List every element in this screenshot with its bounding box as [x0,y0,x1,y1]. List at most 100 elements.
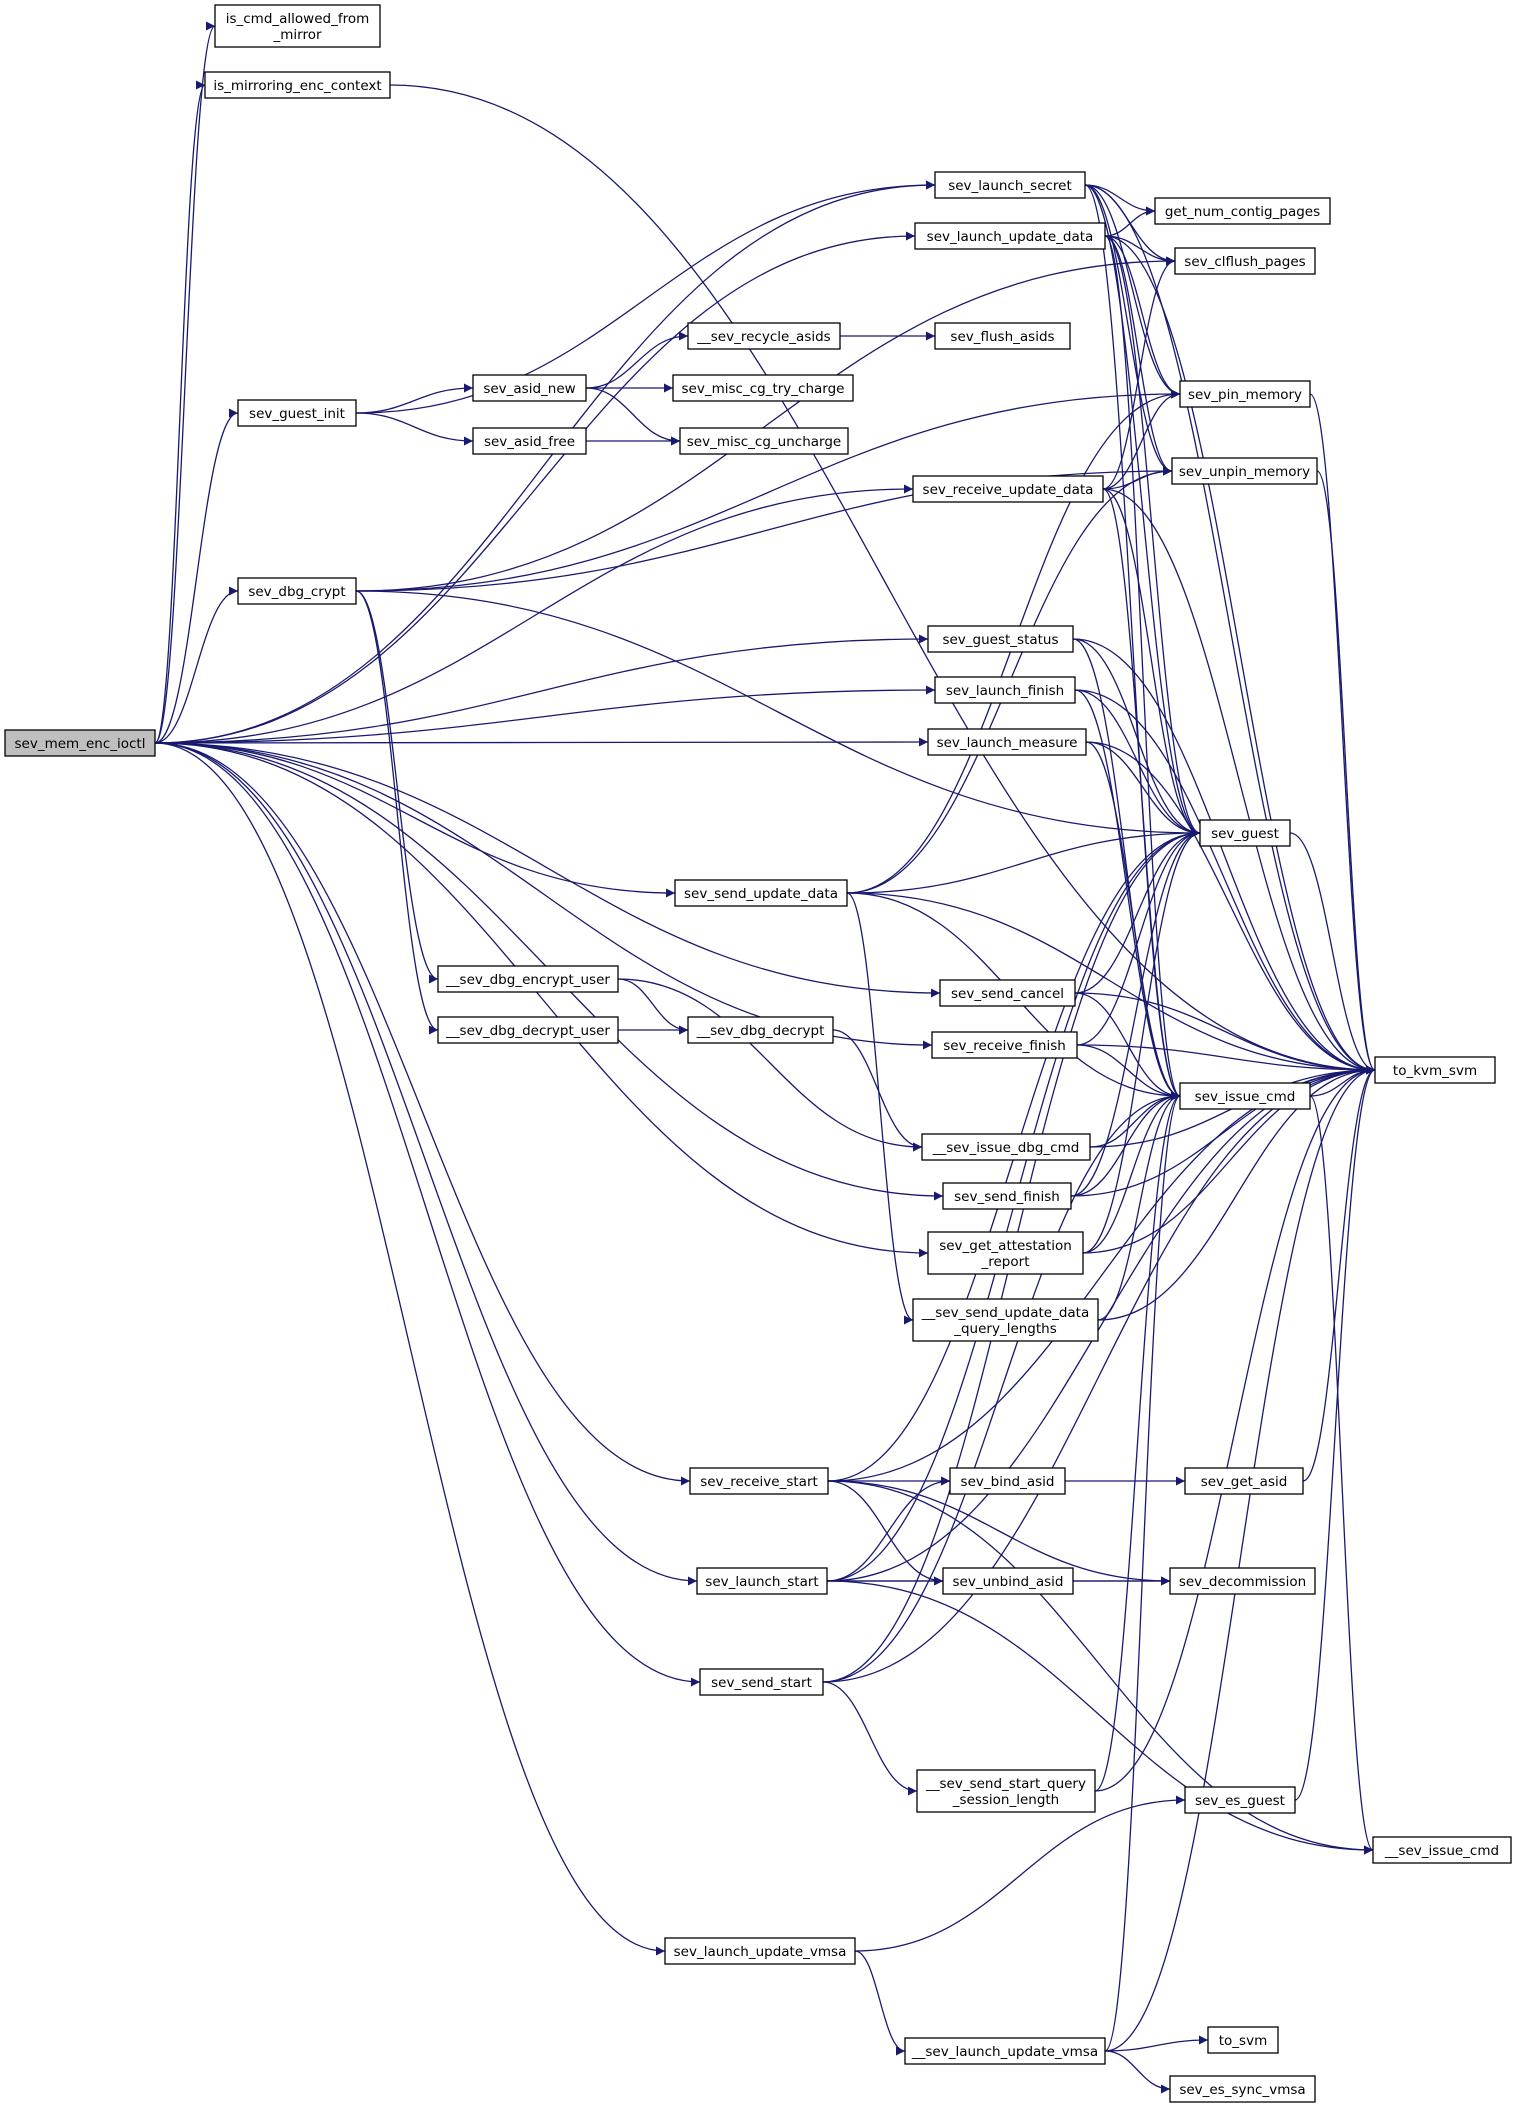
node-sev-launch-update-vmsa[interactable]: __sev_launch_update_vmsa [904,2037,1106,2065]
node-sev-guest-status[interactable]: sev_guest_status [927,625,1074,653]
node-label: sev_clflush_pages [1184,254,1305,270]
node-sev-receive-start[interactable]: sev_receive_start [689,1467,829,1495]
edge-sev-mem-enc-ioctl-to-sev-guest-status [154,634,929,744]
node-to-kvm-svm[interactable]: to_kvm_svm [1374,1056,1496,1084]
node-label: sev_mem_enc_ioctl [15,736,146,752]
node-sev-send-update-data-query-lengths[interactable]: __sev_send_update_data_query_lengths [912,1298,1099,1342]
edge-sev-mem-enc-ioctl-to-sev-launch-secret [154,180,936,744]
edge-sev-launch-secret-to-sev-pin-memory [1084,184,1181,399]
edge-sev-dbg-crypt-to-sev-pin-memory [355,389,1181,592]
edge-sev-launch-update-vmsa-to-sev-issue-cmd [1104,1091,1181,2052]
node-sev-receive-finish[interactable]: sev_receive_finish [931,1031,1078,1059]
node-label: __sev_dbg_decrypt [696,1023,825,1039]
node-sev-dbg-decrypt-user[interactable]: __sev_dbg_decrypt_user [437,1016,619,1044]
node-label: sev_asid_new [483,381,575,397]
node-sev-mem-enc-ioctl[interactable]: sev_mem_enc_ioctl [4,729,156,757]
node-label: sev_unbind_asid [952,1574,1063,1590]
node-sev-decommission[interactable]: sev_decommission [1169,1567,1316,1595]
edge-sev-launch-secret-to-sev-unpin-memory [1084,184,1173,476]
node-sev-issue-cmd[interactable]: sev_issue_cmd [1179,1082,1311,1110]
node-box [696,1567,828,1595]
edge-sev-mem-enc-ioctl-to-sev-dbg-crypt [154,586,239,744]
edge-sev-receive-finish-to-to-kvm-svm [1076,1044,1376,1075]
node-sev-guest[interactable]: sev_guest [1199,819,1291,847]
edge-sev-launch-update-data-to-sev-guest [1104,235,1201,838]
node-label: sev_send_start [711,1675,812,1691]
edge-sev-launch-start-to-sev-bind-asid [826,1476,951,1582]
node-label: sev_issue_cmd [1195,1089,1296,1105]
node-sev-asid-new[interactable]: sev_asid_new [472,374,587,402]
edge-sev-get-asid-to-to-kvm-svm [1302,1065,1376,1482]
edge-sev-launch-update-vmsa-to-to-kvm-svm [1104,1065,1376,2052]
edge-sev-receive-update-data-to-sev-clflush-pages [1102,256,1176,490]
node-label: sev_launch_start [705,1574,818,1590]
edge-sev-asid-new-to-sev-misc-cg-uncharge [585,387,681,446]
edge-sev-send-cancel-to-sev-issue-cmd [1074,992,1181,1101]
node-is-mirroring-enc-context[interactable]: is_mirroring_enc_context [204,71,391,99]
node-sev-dbg-crypt[interactable]: sev_dbg_crypt [237,577,357,605]
node-box [914,222,1106,250]
node-sev-clflush-pages[interactable]: sev_clflush_pages [1174,247,1316,275]
node-sev-es-sync-vmsa[interactable]: sev_es_sync_vmsa [1169,2075,1316,2103]
node-box [237,577,357,605]
node-label: sev_send_finish [954,1189,1060,1205]
node-sev-flush-asids[interactable]: sev_flush_asids [934,322,1071,350]
node-to-svm[interactable]: to_svm [1207,2026,1279,2054]
node-sev-issue-dbg-cmd[interactable]: __sev_issue_dbg_cmd [921,1133,1091,1161]
edge-sev-dbg-crypt-to-sev-dbg-decrypt-user [355,590,439,1035]
node-is-cmd-allowed-from-mirror[interactable]: is_cmd_allowed_from_mirror [214,4,381,48]
node-sev-recycle-asids[interactable]: __sev_recycle_asids [687,322,841,350]
node-sev-bind-asid[interactable]: sev_bind_asid [949,1467,1066,1495]
node-sev-send-start[interactable]: sev_send_start [699,1668,824,1696]
edge-sev-send-update-data-to-to-kvm-svm [846,892,1376,1075]
node-label: sev_launch_update_data [927,229,1094,245]
node-box [1174,247,1316,275]
node-sev-es-guest[interactable]: sev_es_guest [1184,1786,1296,1814]
node-label: sev_pin_memory [1188,387,1302,403]
node-get-num-contig-pages[interactable]: get_num_contig_pages [1154,197,1331,225]
node-sev-misc-cg-try-charge[interactable]: sev_misc_cg_try_charge [672,374,854,402]
edge-sev-launch-update-data-to-sev-pin-memory [1104,235,1181,399]
node-label: sev_send_update_data [684,886,838,902]
edge-sev-guest-status-to-to-kvm-svm [1072,638,1376,1075]
node-box [437,1016,619,1044]
edge-sev-pin-memory-to-to-kvm-svm [1309,393,1376,1075]
edge-sev-send-start-query-session-length-to-sev-issue-cmd [1094,1091,1181,1792]
node-sev-launch-update-vmsa[interactable]: sev_launch_update_vmsa [664,1937,856,1965]
node-sev-unbind-asid[interactable]: sev_unbind_asid [942,1567,1074,1595]
edge-sev-mem-enc-ioctl-to-sev-receive-update-data [154,484,914,744]
edge-sev-launch-measure-to-sev-guest [1085,741,1201,838]
node-sev-send-cancel[interactable]: sev_send_cancel [939,979,1076,1007]
node-label: sev_launch_measure [937,735,1078,751]
node-label: sev_es_guest [1195,1793,1285,1809]
node-sev-asid-free[interactable]: sev_asid_free [472,427,587,455]
node-sev-guest-init[interactable]: sev_guest_init [237,399,357,427]
node-sev-launch-finish[interactable]: sev_launch_finish [934,676,1076,704]
node-sev-send-finish[interactable]: sev_send_finish [942,1182,1072,1210]
edge-sev-receive-update-data-to-to-kvm-svm [1102,488,1376,1075]
edge-sev-dbg-encrypt-user-to-sev-dbg-decrypt [617,978,689,1035]
node-box [939,979,1076,1007]
node-label: sev_guest_status [942,632,1058,648]
node-sev-get-asid[interactable]: sev_get_asid [1184,1467,1304,1495]
node-box [1207,2026,1279,2054]
node-sev-receive-update-data[interactable]: sev_receive_update_data [912,475,1104,503]
node-sev-issue-cmd[interactable]: __sev_issue_cmd [1372,1836,1512,1864]
node-sev-send-start-query-session-length[interactable]: __sev_send_start_query_session_length [916,1769,1096,1813]
node-sev-dbg-decrypt[interactable]: __sev_dbg_decrypt [687,1016,834,1044]
node-sev-launch-secret[interactable]: sev_launch_secret [934,171,1086,199]
node-sev-dbg-encrypt-user[interactable]: __sev_dbg_encrypt_user [437,965,619,993]
node-sev-pin-memory[interactable]: sev_pin_memory [1179,380,1311,408]
node-sev-misc-cg-uncharge[interactable]: sev_misc_cg_uncharge [679,427,849,455]
edge-sev-receive-update-data-to-sev-issue-cmd [1102,488,1181,1101]
node-sev-send-update-data[interactable]: sev_send_update_data [674,879,848,907]
node-sev-get-attestation-report[interactable]: sev_get_attestation_report [927,1231,1084,1275]
node-label: is_mirroring_enc_context [213,78,381,94]
node-sev-launch-start[interactable]: sev_launch_start [696,1567,828,1595]
edge-sev-launch-update-vmsa-to-to-svm [1104,2035,1209,2052]
node-sev-unpin-memory[interactable]: sev_unpin_memory [1171,457,1318,485]
node-sev-launch-measure[interactable]: sev_launch_measure [927,728,1087,756]
node-box [1154,197,1331,225]
node-box [916,1769,1096,1813]
node-sev-launch-update-data[interactable]: sev_launch_update_data [914,222,1106,250]
